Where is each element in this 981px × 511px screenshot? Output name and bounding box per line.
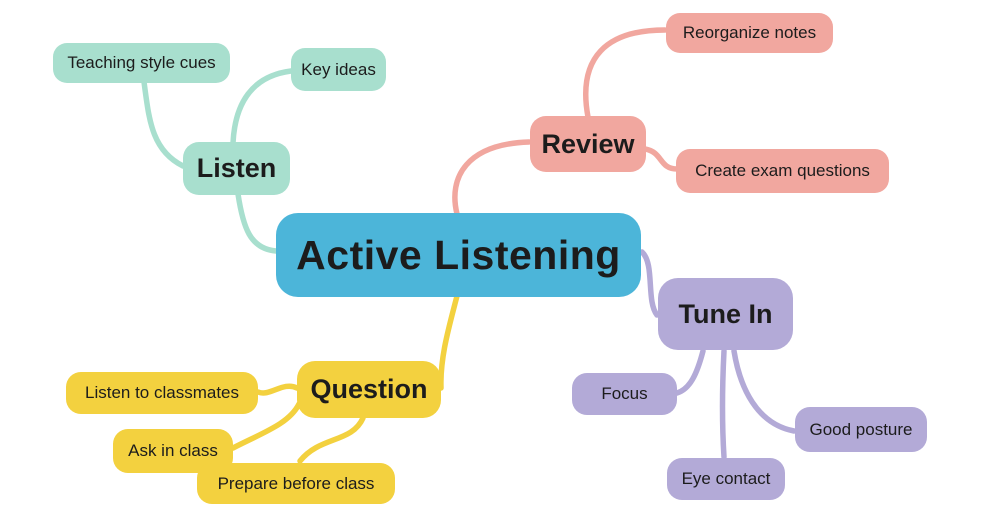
node-review[interactable]: Review bbox=[530, 116, 646, 172]
node-prepare-before-class[interactable]: Prepare before class bbox=[197, 463, 395, 504]
edge-reorganize-notes bbox=[583, 27, 668, 120]
node-tune-in[interactable]: Tune In bbox=[658, 278, 793, 350]
edge-good-posture bbox=[731, 348, 797, 434]
edge-focus bbox=[674, 348, 706, 396]
node-focus[interactable]: Focus bbox=[572, 373, 677, 415]
edge-key-ideas bbox=[230, 68, 294, 146]
node-eye-contact[interactable]: Eye contact bbox=[667, 458, 785, 500]
edge-create-exam-questions bbox=[642, 146, 680, 172]
edge-review-center bbox=[452, 139, 532, 217]
node-listen[interactable]: Listen bbox=[183, 142, 290, 195]
edge-question-center bbox=[438, 293, 460, 391]
node-create-exam-questions[interactable]: Create exam questions bbox=[676, 149, 889, 193]
edge-ask-in-class bbox=[230, 401, 302, 451]
edge-listen-center bbox=[235, 191, 279, 254]
node-reorganize-notes[interactable]: Reorganize notes bbox=[666, 13, 833, 53]
edge-prepare-before-class bbox=[297, 415, 366, 464]
edge-listen-to-classmates bbox=[255, 383, 300, 396]
edge-tunein-center bbox=[639, 249, 660, 318]
node-listen-to-classmates[interactable]: Listen to classmates bbox=[66, 372, 258, 414]
node-teaching-style-cues[interactable]: Teaching style cues bbox=[53, 43, 230, 83]
node-active-listening[interactable]: Active Listening bbox=[276, 213, 641, 297]
node-key-ideas[interactable]: Key ideas bbox=[291, 48, 386, 91]
edge-teaching-style-cues bbox=[141, 79, 186, 169]
node-good-posture[interactable]: Good posture bbox=[795, 407, 927, 452]
edge-eye-contact bbox=[719, 348, 727, 460]
node-question[interactable]: Question bbox=[297, 361, 441, 418]
